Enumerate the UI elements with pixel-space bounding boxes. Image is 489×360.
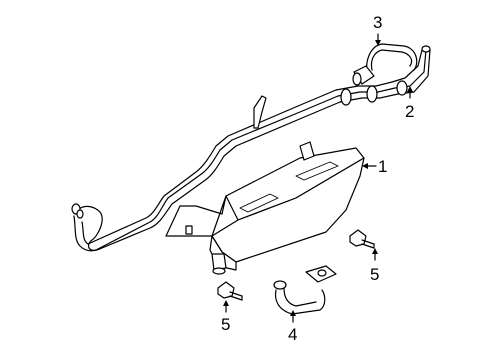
- hose-part-3: [352, 43, 418, 86]
- bolt-5-left: [217, 281, 243, 301]
- cooler-lines: [71, 45, 431, 252]
- hose-part-4: [273, 265, 337, 315]
- callout-4: 4: [288, 325, 297, 344]
- callout-5-left: 5: [221, 315, 230, 334]
- leader-arrows: [223, 33, 413, 323]
- bolt-5-right: [349, 229, 375, 249]
- oil-cooler: [165, 141, 365, 275]
- callout-1: 1: [378, 157, 387, 176]
- callout-5-right: 5: [370, 265, 379, 284]
- callout-3: 3: [373, 13, 382, 32]
- callout-2: 2: [405, 102, 414, 121]
